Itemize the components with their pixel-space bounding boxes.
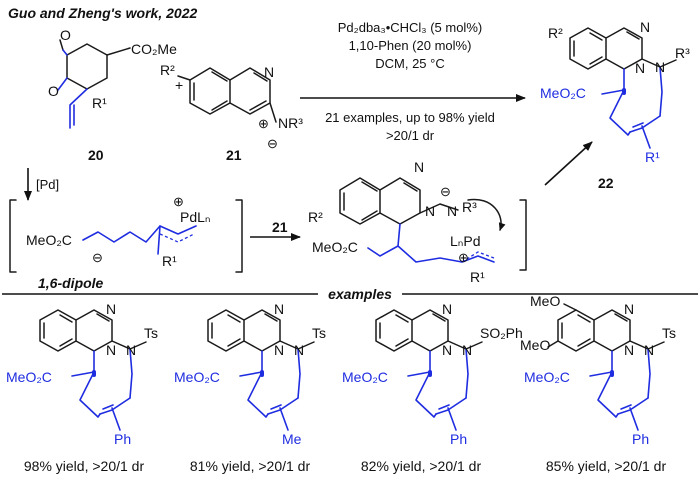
- atom-O-carbonyl: O: [60, 27, 71, 43]
- example-2-N-substituent: Ts: [312, 325, 326, 341]
- example-4-atom-N-top: N: [624, 301, 634, 317]
- example-4-skeleton: [556, 308, 666, 419]
- example-2-atom-N-b: N: [294, 342, 304, 358]
- example-4-MeO2C: MeO₂C: [524, 369, 570, 385]
- example-4-methoxy-bonds: [547, 303, 577, 348]
- label-R3-zw: R³: [462, 199, 477, 215]
- charge-minus-21: ⊖: [267, 136, 278, 151]
- label-MeO2C-dipole: MeO₂C: [26, 232, 72, 248]
- compound-20-number: 20: [88, 147, 104, 163]
- condition-2: 1,10-Phen (20 mol%): [349, 38, 472, 53]
- charge-plus-21: ⊕: [258, 116, 269, 131]
- label-PdLn-dipole: PdLₙ: [180, 209, 211, 225]
- bracket-left: [9, 199, 17, 273]
- examples-header: examples: [328, 286, 392, 302]
- example-3-atom-N-top: N: [442, 301, 452, 317]
- condition-4: 21 examples, up to 98% yield: [325, 110, 495, 125]
- label-MeO2C-zw: MeO₂C: [312, 239, 358, 255]
- to-product-arrow: [544, 141, 593, 186]
- label-R1-dipole: R¹: [162, 253, 177, 269]
- example-4-yield: 85% yield, >20/1 dr: [546, 458, 667, 474]
- step-arrow-label: 21: [272, 219, 288, 235]
- atom-N-zw-top: N: [414, 159, 424, 175]
- example-3-N-substituent: SO₂Ph: [480, 325, 523, 341]
- dipole-caption: 1,6-dipole: [38, 275, 104, 291]
- dipole-intermediate-structure: MeO₂C ⊖ ⊕ PdLₙ R¹ 1,6-dipole: [26, 194, 211, 291]
- example-3-yield: 82% yield, >20/1 dr: [361, 458, 482, 474]
- header-title: Guo and Zheng's work, 2022: [8, 5, 197, 21]
- label-CO2Me-20: CO₂Me: [131, 41, 177, 57]
- condition-1: Pd₂dba₃•CHCl₃ (5 mol%): [338, 20, 482, 35]
- charge-plus-zw: ⊕: [458, 250, 469, 265]
- example-1-MeO2C: MeO₂C: [6, 369, 52, 385]
- compound-20-structure: O O CO₂Me R¹ 20: [48, 27, 177, 163]
- label-R2-zw: R²: [308, 209, 323, 225]
- example-1-bonds: [71, 371, 121, 431]
- example-4-atom-N-b: N: [644, 342, 654, 358]
- example-3-group: Ph: [450, 431, 467, 447]
- atom-N-22-a: N: [635, 60, 645, 76]
- atom-N-zw-a: N: [425, 203, 435, 219]
- bracket-right: [519, 199, 527, 271]
- atom-N-zw-b: N: [447, 203, 457, 219]
- charge-plus-dipole: ⊕: [173, 194, 184, 209]
- example-1-skeleton: [38, 308, 148, 419]
- example-1-group: Ph: [114, 431, 131, 447]
- example-1-atom-N-top: N: [106, 301, 116, 317]
- atom-O-ring: O: [48, 83, 59, 99]
- compound-21-number: 21: [226, 147, 242, 163]
- atom-N-21-top: N: [264, 64, 274, 80]
- atom-N-22-b: N: [655, 59, 665, 75]
- example-4-N-substituent: Ts: [662, 325, 676, 341]
- example-2-MeO2C: MeO₂C: [174, 369, 220, 385]
- plus-sign: +: [175, 77, 183, 93]
- example-2-yield: 81% yield, >20/1 dr: [190, 458, 311, 474]
- example-4-methoxy-2: MeO: [520, 337, 550, 353]
- label-NR3-21: NR³: [278, 115, 303, 131]
- label-LnPd-zw: LₙPd: [450, 233, 481, 249]
- label-R2-22: R²: [548, 25, 563, 41]
- example-1-yield: 98% yield, >20/1 dr: [24, 458, 145, 474]
- compound-22-number: 22: [598, 175, 614, 191]
- example-4-group: Ph: [632, 431, 649, 447]
- example-3-atom-N-a: N: [442, 342, 452, 358]
- label-R2-21: R²: [160, 62, 175, 78]
- example-3-bonds: [407, 371, 457, 431]
- label-R3-22: R³: [675, 45, 690, 61]
- example-2-group: Me: [282, 431, 302, 447]
- label-R1-22: R¹: [645, 149, 660, 165]
- example-3-atom-N-b: N: [462, 342, 472, 358]
- example-2-bonds: [239, 371, 289, 431]
- example-2-skeleton: [206, 308, 316, 419]
- example-1-atom-N-a: N: [106, 342, 116, 358]
- example-4-atom-N-a: N: [624, 342, 634, 358]
- charge-minus-dipole: ⊖: [92, 250, 103, 265]
- example-4-bonds: [589, 371, 639, 431]
- example-1-atom-N-b: N: [126, 342, 136, 358]
- bracket-mid-right: [235, 199, 243, 273]
- charge-minus-zw: ⊖: [440, 184, 451, 199]
- example-1-N-substituent: Ts: [144, 325, 158, 341]
- condition-5: >20/1 dr: [386, 128, 435, 143]
- condition-3: DCM, 25 °C: [375, 56, 445, 71]
- example-4-methoxy-1: MeO: [530, 293, 560, 309]
- compound-22-structure: [568, 26, 678, 149]
- label-MeO2C-22: MeO₂C: [540, 85, 586, 101]
- example-3-skeleton: [374, 308, 484, 419]
- example-2-atom-N-top: N: [274, 301, 284, 317]
- example-3-MeO2C: MeO₂C: [342, 369, 388, 385]
- example-2-atom-N-a: N: [274, 342, 284, 358]
- label-R1-zw: R¹: [470, 269, 485, 285]
- pd-label: [Pd]: [36, 177, 59, 192]
- compound-21-structure: N NR³ ⊕ ⊖ R² 21: [160, 62, 303, 163]
- atom-N-22-top: N: [640, 19, 650, 35]
- label-R1-20: R¹: [92, 95, 107, 111]
- zwitterion-intermediate-structure: N N N ⊖ R³ R² MeO₂C LₙPd ⊕ R¹: [308, 159, 506, 285]
